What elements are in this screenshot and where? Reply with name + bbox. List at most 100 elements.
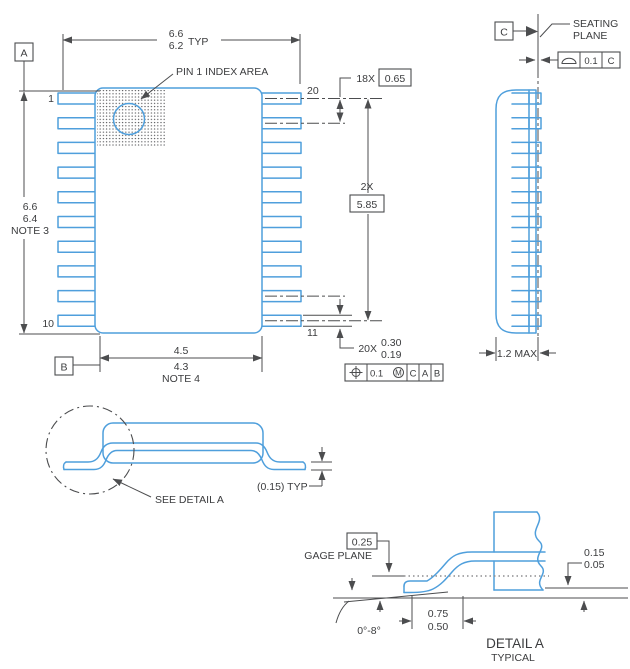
- side-body: [495, 89, 537, 334]
- seating-plane-label-1: SEATING: [573, 18, 618, 30]
- detail-lead: [403, 551, 546, 594]
- span-value: 5.85: [357, 199, 378, 211]
- pin: [528, 289, 542, 303]
- pin1-index-label: PIN 1 INDEX AREA: [176, 66, 268, 78]
- span-box: [349, 194, 385, 213]
- dim-top-min: 6.2: [169, 40, 184, 52]
- pin: [528, 191, 542, 204]
- fcf-datum2: A: [422, 369, 429, 380]
- fcf-modifier: M: [395, 369, 402, 378]
- dim-height-max: 6.6: [23, 201, 38, 213]
- pin11-label: 11: [307, 327, 318, 339]
- pin: [57, 166, 98, 179]
- pin: [528, 92, 542, 105]
- front-lead-top: [65, 442, 304, 463]
- see-detail-label: SEE DETAIL A: [155, 494, 224, 506]
- position-tolerance-icon: [349, 366, 363, 379]
- dim-body-note: NOTE 4: [162, 373, 200, 385]
- pitch-value: 0.65: [385, 73, 406, 85]
- seating-plane-fcf: 0.1 C: [557, 51, 621, 69]
- span-count: 2X: [361, 181, 374, 193]
- side-fcf-datum: C: [608, 56, 615, 67]
- pin: [57, 116, 98, 130]
- pin10-label: 10: [42, 318, 54, 330]
- dim-height-note: NOTE 3: [11, 225, 49, 237]
- pin: [57, 314, 98, 328]
- foot-max: 0.75: [428, 608, 449, 620]
- pin1-label: 1: [48, 93, 54, 105]
- standoff-min: 0.05: [584, 559, 605, 571]
- pin: [528, 141, 542, 155]
- position-fcf: 0.1 M C A B: [344, 363, 444, 382]
- side-fcf-tolerance: 0.1: [584, 56, 597, 67]
- fcf-tolerance: 0.1: [370, 369, 383, 380]
- pitch-count: 18X: [356, 73, 375, 85]
- datum-b-box: [54, 356, 74, 376]
- lead-angle: 0°-8°: [357, 625, 381, 637]
- pin: [528, 314, 542, 328]
- pin: [528, 215, 542, 229]
- plan-right-pins: [259, 92, 302, 328]
- gage-plane-label: GAGE PLANE: [304, 550, 372, 562]
- standoff-max: 0.15: [584, 547, 605, 559]
- pin1-index-hatch: [97, 90, 165, 147]
- fcf-datum1: C: [410, 369, 417, 380]
- package-body: [94, 87, 263, 334]
- front-lead-bottom: [63, 449, 306, 471]
- seating-plane-symbol-icon: [561, 57, 577, 64]
- pin1-dimple-icon: [112, 102, 146, 136]
- pin: [57, 141, 98, 155]
- seating-plane-label-2: PLANE: [573, 30, 607, 42]
- front-view: SEE DETAIL A (0.15) TYP: [45, 405, 332, 506]
- detail-title: DETAIL A: [486, 636, 544, 651]
- pin: [259, 265, 302, 278]
- detail-subtitle: TYPICAL: [491, 652, 535, 664]
- dim-body-max: 4.5: [174, 345, 189, 357]
- pin: [57, 265, 98, 278]
- pin: [259, 191, 302, 204]
- detail-a-circle: [45, 405, 135, 495]
- pin: [259, 166, 302, 179]
- datum-target-triangle-icon: [526, 26, 538, 37]
- pin: [528, 265, 542, 278]
- detail-a-view: 0.25 GAGE PLANE 0.15 0.05 0°-8° 0.75 0.5…: [304, 511, 628, 664]
- dim-body-min: 4.3: [174, 361, 189, 373]
- lead-width-max: 0.30: [381, 337, 402, 349]
- side-pins: [511, 92, 542, 328]
- pin: [259, 240, 302, 253]
- pin: [57, 191, 98, 204]
- side-view: C SEATING PLANE 0.1 C 1.2 MAX: [479, 14, 621, 361]
- lead-angle-line: [343, 591, 449, 603]
- side-thickness: 1.2 MAX: [497, 348, 537, 360]
- fcf-datum3: B: [434, 369, 440, 380]
- dim-top-max: 6.6: [169, 28, 184, 40]
- plan-view: 6.6 6.2 TYP PIN 1 INDEX AREA A 6.6 6.4 N…: [11, 28, 444, 385]
- datum-a-label: A: [20, 48, 27, 60]
- pin: [528, 240, 542, 253]
- detail-body: [493, 511, 545, 591]
- pin: [259, 141, 302, 155]
- leader-line: [140, 73, 174, 100]
- mmc-modifier-icon: M: [393, 367, 404, 378]
- foot-min: 0.50: [428, 621, 449, 633]
- pin: [528, 116, 542, 130]
- pin: [57, 215, 98, 229]
- lead-width-min: 0.19: [381, 349, 402, 361]
- leader-line: [112, 478, 152, 498]
- pin: [57, 92, 98, 105]
- front-thickness: (0.15) TYP: [257, 481, 308, 493]
- dim-top-typ: TYP: [188, 36, 208, 48]
- pin: [57, 289, 98, 303]
- leader-line: [539, 23, 570, 38]
- pin: [528, 166, 542, 179]
- plan-left-pins: [57, 92, 98, 328]
- pitch-box: [378, 68, 412, 87]
- gage-offset: 0.25: [352, 537, 373, 549]
- datum-c-label: C: [500, 27, 508, 39]
- pin: [57, 240, 98, 253]
- pin20-label: 20: [307, 85, 319, 97]
- dim-height-min: 6.4: [23, 213, 38, 225]
- pin: [259, 215, 302, 229]
